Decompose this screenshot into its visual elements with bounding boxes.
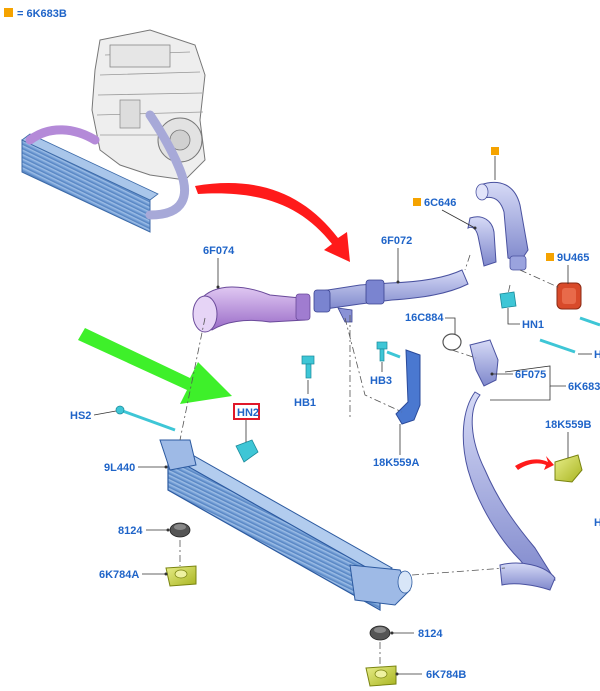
label-9U465: 9U465 <box>557 252 589 264</box>
label-6F072: 6F072 <box>381 235 412 247</box>
highlight-box-HN2 <box>233 403 260 420</box>
label-8124-bottom: 8124 <box>418 628 443 640</box>
legend: = 6K683B <box>4 8 67 20</box>
label-9L440: 9L440 <box>104 462 135 474</box>
label-18K559B: 18K559B <box>545 419 592 431</box>
callouts: 6C646 9U465 6F074 6F072 16C884 HN1 H H H… <box>70 147 600 681</box>
label-6C646: 6C646 <box>424 197 456 209</box>
label-6K784B: 6K784B <box>426 669 466 681</box>
label-18K559A: 18K559A <box>373 457 420 469</box>
clamp-9U465 <box>556 282 582 310</box>
engine-illustration <box>91 29 206 181</box>
label-HB3: HB3 <box>370 375 392 387</box>
marker-6C646 <box>413 198 421 206</box>
label-HB1: HB1 <box>294 397 316 409</box>
label-6K683: 6K683 <box>568 381 600 393</box>
nut-HN1 <box>499 291 517 309</box>
bolt-HB1 <box>301 355 315 379</box>
intercooler-9L440 <box>159 439 413 612</box>
bolt-HB3 <box>376 341 401 362</box>
green-arrow <box>78 328 232 404</box>
label-HN2: HN2 <box>237 407 259 419</box>
legend-marker <box>4 8 13 17</box>
marker-6K683B-top <box>491 147 499 155</box>
marker-9U465 <box>546 253 554 261</box>
nut-HN2 <box>235 439 259 463</box>
bolt-right-edge <box>539 316 600 354</box>
label-8124-top: 8124 <box>118 525 143 537</box>
label-6F074: 6F074 <box>203 245 235 257</box>
bolt-HS2 <box>115 405 176 432</box>
bracket-18K559A <box>395 349 421 425</box>
label-6F075: 6F075 <box>515 369 546 381</box>
bracket-18K559B <box>515 454 583 483</box>
label-right-edge-H: H <box>594 349 600 361</box>
pipe-6C646 <box>467 181 529 271</box>
mount-8124-top <box>169 522 191 538</box>
label-HN1: HN1 <box>522 319 544 331</box>
hose-6F074 <box>192 286 311 333</box>
red-arrow <box>195 183 350 262</box>
legend-text: = 6K683B <box>17 8 67 20</box>
pipe-6F072 <box>313 269 469 323</box>
ring-16C884 <box>442 333 462 351</box>
label-6K784A: 6K784A <box>99 569 139 581</box>
label-HS2: HS2 <box>70 410 91 422</box>
label-16C884: 16C884 <box>405 312 444 324</box>
label-right-edge-H2: H <box>594 517 600 529</box>
bracket-6K784B <box>365 665 397 687</box>
fasteners <box>115 291 600 463</box>
assembly-lines <box>179 254 561 666</box>
bracket-6K784A <box>165 565 197 587</box>
intercooler-thumbnail <box>21 110 190 233</box>
mount-8124-bottom <box>369 625 391 641</box>
